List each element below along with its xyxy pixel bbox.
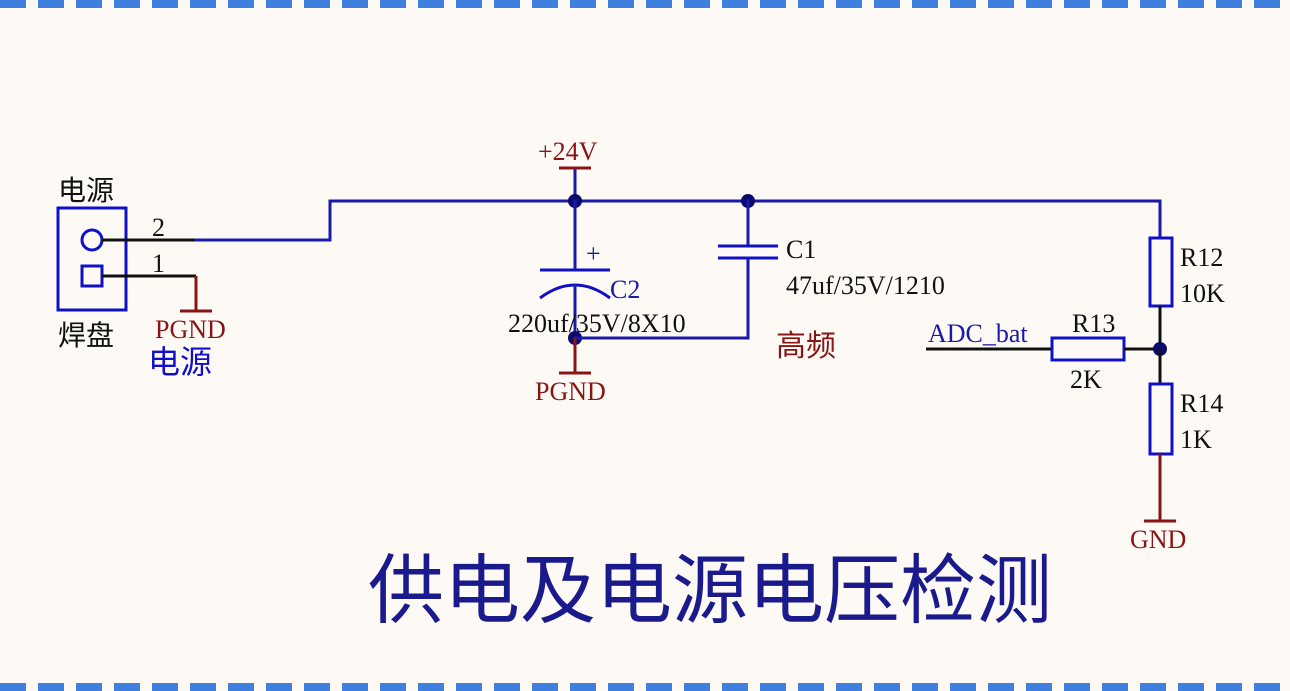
r12-value: 10K (1180, 279, 1225, 308)
connector-pin1-pad (80, 264, 104, 288)
r14-body (1148, 382, 1174, 456)
supply-label: +24V (538, 137, 598, 166)
r13-value: 2K (1070, 365, 1102, 394)
pin1-number: 1 (152, 249, 165, 278)
r13-ref: R13 (1072, 309, 1115, 338)
c2-ref: C2 (610, 275, 640, 304)
c1-note: 高频 (776, 329, 836, 364)
resistor-r12[interactable] (1148, 236, 1174, 308)
r12-ref: R12 (1180, 243, 1223, 272)
pin2-number: 2 (152, 213, 165, 242)
gnd-label: GND (1130, 525, 1186, 554)
connector-top-label: 电源 (58, 174, 114, 207)
r14-value: 1K (1180, 425, 1212, 454)
supply-rail-wire (194, 199, 1162, 242)
c1-ref: C1 (786, 235, 816, 264)
resistor-r13[interactable] (1050, 336, 1126, 362)
c2-polarity-mark: + (586, 239, 601, 268)
c1-value: 47uf/35V/1210 (786, 271, 945, 300)
pgnd-c2-label: PGND (535, 377, 606, 406)
connector-net-label: 电源 (148, 343, 212, 381)
adc-net-label: ADC_bat (928, 319, 1028, 348)
sheet-title: 供电及电源电压检测 (368, 546, 1052, 635)
r14-ref: R14 (1180, 389, 1223, 418)
connector-pin2-pad (80, 228, 104, 252)
r12-body (1148, 236, 1174, 308)
power-connector[interactable] (56, 206, 128, 312)
capacitor-c2[interactable] (539, 199, 611, 340)
pgnd-connector-label: PGND (155, 315, 226, 344)
connector-body (56, 206, 128, 312)
c2-value: 220uf/35V/8X10 (508, 309, 686, 338)
r13-body (1050, 336, 1126, 362)
resistor-r14[interactable] (1148, 382, 1174, 456)
capacitor-c1[interactable] (718, 199, 778, 340)
connector-bottom-label: 焊盘 (58, 319, 114, 352)
